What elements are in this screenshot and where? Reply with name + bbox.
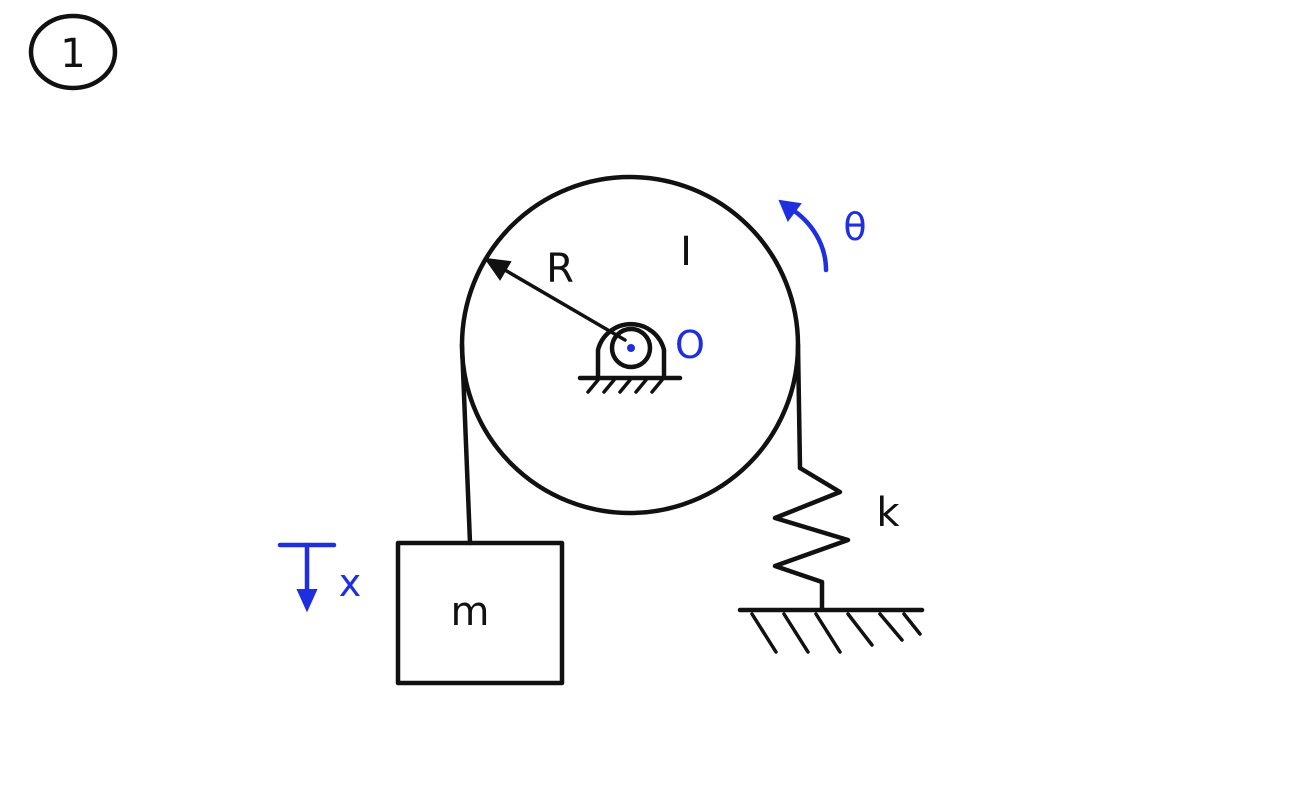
inertia-label: I [680,229,692,275]
displacement-arrow [277,542,337,613]
spring [772,465,851,611]
pivot-bearing [577,322,683,394]
radius-label: R [546,246,574,292]
radius-arrow [483,257,627,342]
rope-right [795,342,803,471]
problem-number: 1 [60,31,85,77]
spring-label: k [876,490,900,536]
pivot-label: O [675,323,705,367]
rope-left [459,342,473,546]
angle-label: θ [843,205,866,249]
problem-number-marker: 1 [28,13,118,91]
mass-label: m [451,589,490,635]
displacement-label: x [339,561,362,605]
rotation-arrow [778,199,829,273]
ground-support [737,607,925,654]
mass-block [395,540,565,686]
